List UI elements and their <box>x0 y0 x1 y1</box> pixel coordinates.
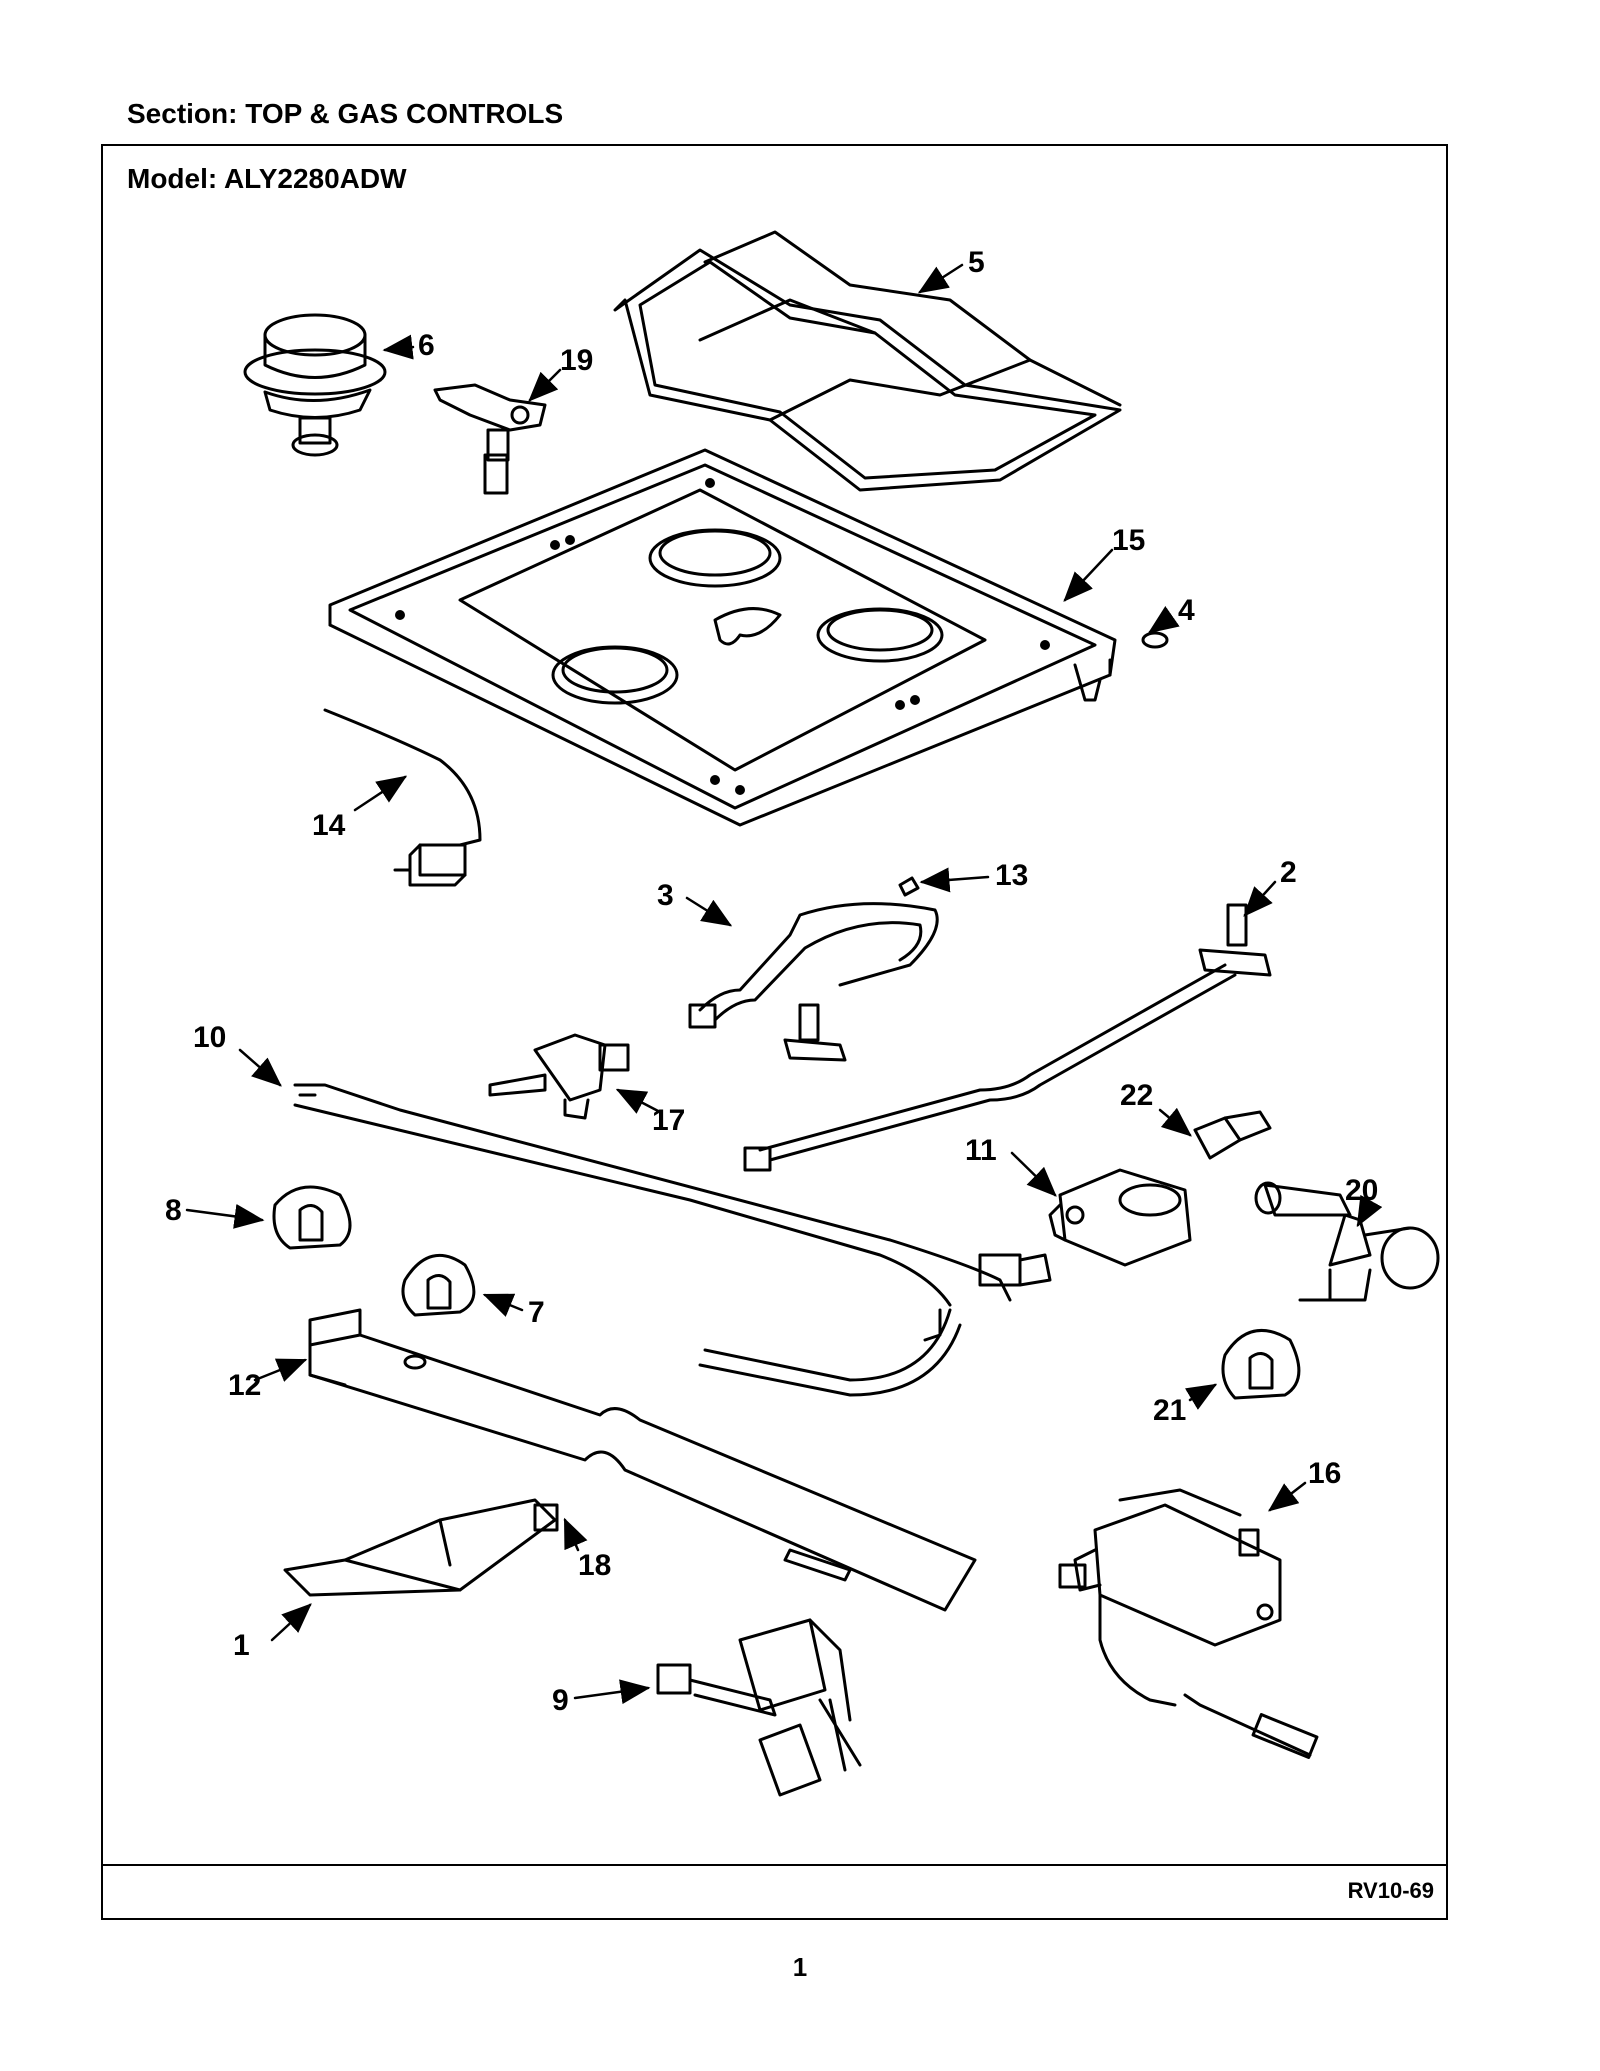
callout-6: 6 <box>418 329 435 362</box>
knob-21 <box>1221 1328 1301 1400</box>
callout-11: 11 <box>965 1134 997 1167</box>
model-title: Model: ALY2280ADW <box>127 163 407 194</box>
callout-16: 16 <box>1308 1457 1341 1490</box>
section-title: Section: TOP & GAS CONTROLS <box>127 98 564 129</box>
diagram-frame <box>101 144 1448 1920</box>
callout-14: 14 <box>312 809 346 842</box>
thermostat <box>1058 1488 1319 1759</box>
callout-22: 22 <box>1120 1079 1153 1112</box>
valve <box>488 1033 630 1120</box>
callout-2: 2 <box>1280 856 1297 889</box>
callout-7: 7 <box>528 1296 545 1329</box>
manifold <box>293 1083 1052 1397</box>
pressure-regulator <box>1048 1168 1192 1267</box>
callout-20: 20 <box>1345 1174 1378 1207</box>
burner-cap <box>243 313 387 457</box>
callout-19: 19 <box>560 344 593 377</box>
callout-4: 4 <box>1178 594 1195 627</box>
callout-5: 5 <box>968 246 985 279</box>
burner-grate <box>613 230 1122 492</box>
footer-divider <box>101 1864 1448 1866</box>
burner-valve-bracket <box>656 1618 862 1797</box>
switch-with-wire <box>323 708 482 887</box>
plug <box>1141 631 1169 649</box>
callout-18: 18 <box>578 1549 611 1582</box>
pilot-tube <box>743 903 1272 1172</box>
page-number: 1 <box>792 1952 808 1982</box>
callout-10: 10 <box>193 1021 226 1054</box>
oven-valve <box>1254 1181 1440 1302</box>
knob-8 <box>272 1185 352 1250</box>
callout-12: 12 <box>228 1369 261 1402</box>
callout-9: 9 <box>552 1684 569 1717</box>
footer-code: RV10-69 <box>1347 1878 1434 1903</box>
callout-13: 13 <box>995 859 1028 892</box>
knob-7 <box>401 1254 476 1317</box>
callout-3: 3 <box>657 879 674 912</box>
callout-1: 1 <box>233 1629 250 1662</box>
burner-tube <box>688 902 939 1062</box>
callout-8: 8 <box>165 1194 182 1227</box>
manifold-bracket <box>308 1308 977 1612</box>
ignitor-electrode <box>433 383 547 495</box>
cooktop <box>328 448 1117 827</box>
callout-15: 15 <box>1112 524 1145 557</box>
fitting <box>1193 1110 1272 1160</box>
screw <box>898 876 920 897</box>
callout-17: 17 <box>652 1104 685 1137</box>
burner-shield <box>283 1498 559 1597</box>
callout-21: 21 <box>1153 1394 1186 1427</box>
